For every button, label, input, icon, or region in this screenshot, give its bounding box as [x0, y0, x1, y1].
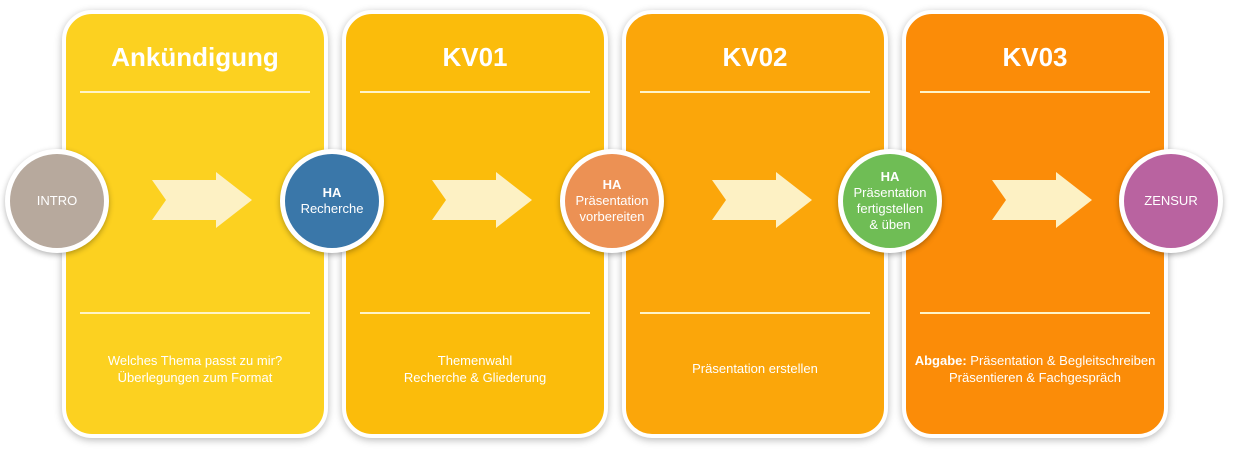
panel-title: Ankündigung — [111, 42, 279, 72]
node-label: Präsentation — [575, 193, 649, 208]
ha-label: HA — [880, 169, 900, 184]
ha-praesentation-fertigstellen-node: HA Präsentation fertigstellen & üben — [838, 149, 942, 253]
desc-line: Abgabe: Präsentation & Begleitschreiben — [906, 352, 1164, 369]
node-label: vorbereiten — [579, 209, 645, 224]
panel-kv01: KV01 Themenwahl Recherche & Gliederung — [342, 10, 608, 438]
desc-line: Präsentieren & Fachgespräch — [949, 370, 1121, 385]
desc-bold-label: Abgabe: — [914, 353, 967, 368]
node-label: Präsentation — [853, 185, 927, 200]
divider — [360, 312, 590, 314]
divider — [80, 312, 310, 314]
ha-recherche-node: HA Recherche — [280, 149, 384, 253]
panel-ankuendigung: Ankündigung Welches Thema passt zu mir? … — [62, 10, 328, 438]
desc-line: Themenwahl — [437, 353, 513, 368]
panel-description: Themenwahl Recherche & Gliederung — [346, 352, 604, 386]
intro-node: INTRO — [5, 149, 109, 253]
desc-line: Überlegungen zum Format — [117, 370, 273, 385]
ha-label: HA — [602, 177, 622, 192]
node-label: Recherche — [300, 201, 364, 216]
desc-line: Welches Thema passt zu mir? — [107, 353, 283, 368]
panel-title: KV03 — [1002, 42, 1068, 72]
desc-text: Präsentation & Begleitschreiben — [966, 353, 1156, 368]
arrow-right-icon — [992, 172, 1092, 228]
panel-description: Präsentation erstellen — [626, 360, 884, 377]
panel-description: Abgabe: Präsentation & Begleitschreiben … — [906, 352, 1164, 386]
desc-line: Recherche & Gliederung — [403, 370, 547, 385]
divider — [80, 91, 310, 93]
divider — [640, 91, 870, 93]
divider — [920, 312, 1150, 314]
divider — [640, 312, 870, 314]
divider — [360, 91, 590, 93]
panel-description: Welches Thema passt zu mir? Überlegungen… — [66, 352, 324, 386]
panel-title: KV01 — [442, 42, 508, 72]
ha-label: HA — [322, 185, 342, 200]
arrow-right-icon — [152, 172, 252, 228]
panel-title: KV02 — [722, 42, 788, 72]
node-label: fertigstellen — [856, 201, 924, 216]
arrow-right-icon — [432, 172, 532, 228]
node-label: & üben — [869, 217, 911, 232]
zensur-node: ZENSUR — [1119, 149, 1223, 253]
node-label: ZENSUR — [1144, 193, 1198, 208]
arrow-right-icon — [712, 172, 812, 228]
desc-line: Präsentation erstellen — [692, 361, 818, 376]
divider — [920, 91, 1150, 93]
ha-praesentation-vorbereiten-node: HA Präsentation vorbereiten — [560, 149, 664, 253]
node-label: INTRO — [36, 193, 78, 208]
